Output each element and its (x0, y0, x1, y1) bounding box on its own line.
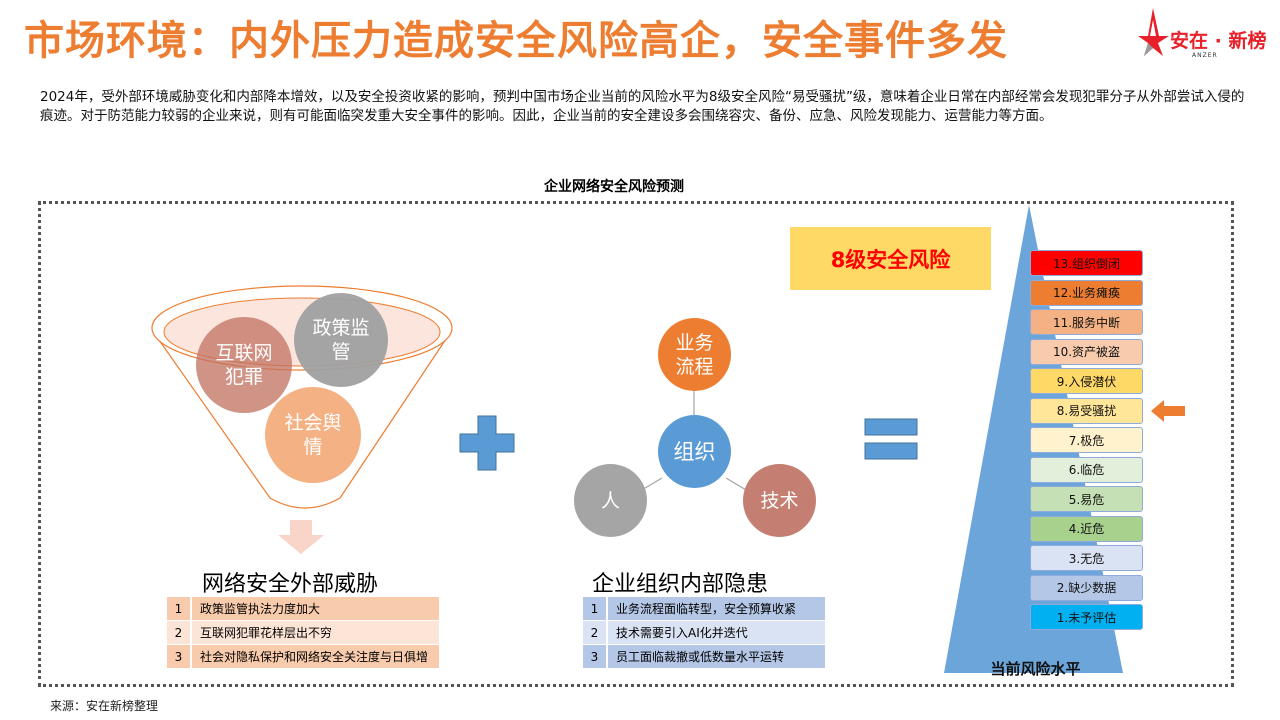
page-title: 市场环境：内外压力造成安全风险高企，安全事件多发 (24, 18, 1008, 64)
pyramid-label: 当前风险水平 (990, 660, 1081, 678)
intro-paragraph: 2024年，受外部环境威胁变化和内部降本增效，以及安全投资收紧的影响，预判中国市… (40, 89, 1245, 124)
risk-level-1: 1.未予评估 (1030, 604, 1143, 630)
frame-title: 企业网络安全风险预测 (544, 179, 684, 195)
risk-level-7: 7.极危 (1030, 427, 1143, 453)
node-organization: 组织 (658, 415, 731, 488)
risk-level-ladder: 13.组织倒闭 12.业务瘫痪 11.服务中断 10.资产被盗 9.入侵潜伏 8… (1030, 250, 1143, 634)
risk-level-5: 5.易危 (1030, 486, 1143, 512)
risk-level-4: 4.近危 (1030, 515, 1143, 542)
external-threats-heading: 网络安全外部威胁 (202, 572, 379, 597)
risk-level-3: 3.无危 (1030, 545, 1143, 571)
equals-icon (864, 418, 918, 460)
risk-level-8: 8.易受骚扰 (1030, 397, 1143, 424)
node-people: 人 (574, 464, 647, 537)
down-arrow-icon (278, 520, 324, 554)
brand-logo: 安在 · 新榜 ANZER (1136, 6, 1276, 60)
node-business-process: 业务流程 (658, 318, 731, 391)
brand-subtitle: ANZER (1192, 52, 1218, 59)
forecast-frame (38, 201, 1234, 687)
brand-name: 安在 · 新榜 (1170, 30, 1267, 52)
risk-level-6: 6.临危 (1030, 456, 1143, 483)
source-note: 来源：安在新榜整理 (50, 699, 159, 713)
risk-level-13: 13.组织倒闭 (1030, 250, 1143, 276)
risk-level-badge: 8级安全风险 (790, 227, 991, 290)
risk-level-11: 11.服务中断 (1030, 309, 1143, 335)
circle-internet-crime: 互联网犯罪 (196, 317, 292, 413)
left-arrow-icon (1151, 400, 1185, 422)
node-technology: 技术 (743, 464, 816, 537)
circle-policy-regulation: 政策监管 (294, 293, 388, 387)
risk-level-9: 9.入侵潜伏 (1030, 368, 1143, 394)
plus-icon (459, 415, 515, 471)
risk-level-12: 12.业务瘫痪 (1030, 279, 1143, 306)
circle-public-opinion: 社会舆情 (265, 387, 361, 483)
star-logo-icon (1138, 8, 1169, 56)
internal-risks-heading: 企业组织内部隐患 (592, 572, 769, 597)
risk-level-2: 2.缺少数据 (1030, 574, 1143, 601)
risk-level-10: 10.资产被盗 (1030, 338, 1143, 365)
